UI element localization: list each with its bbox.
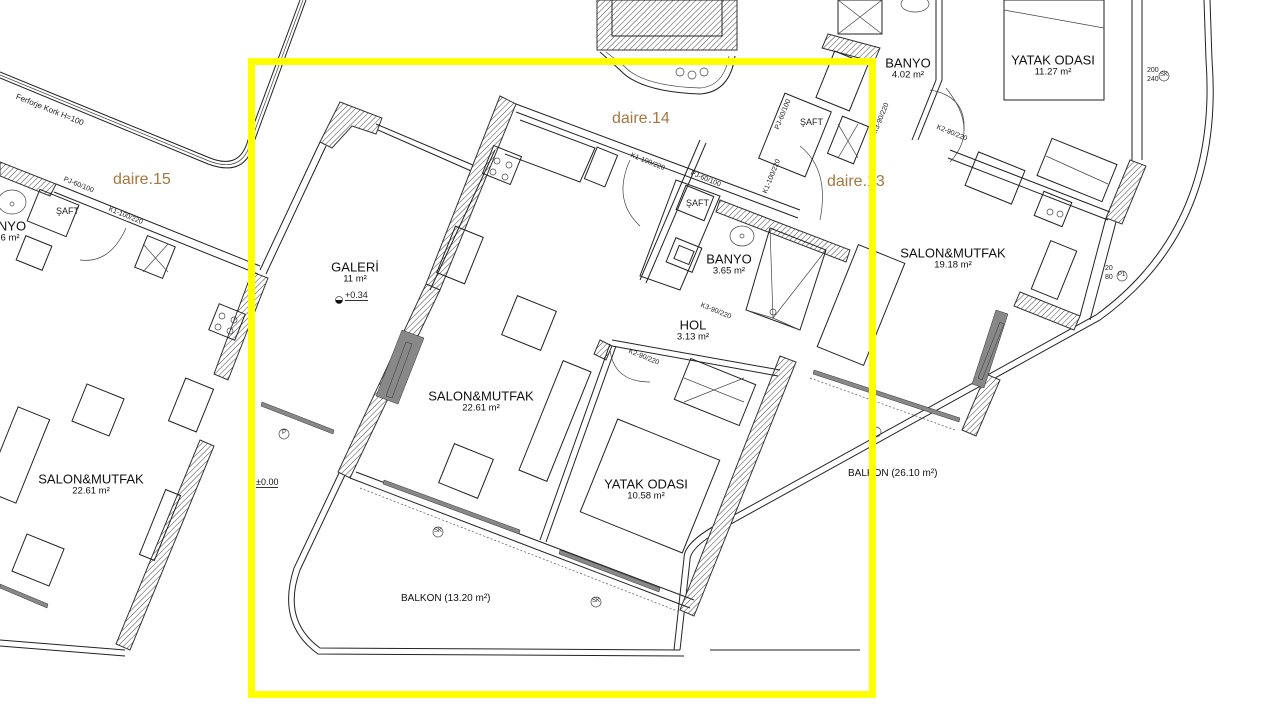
room-d13-yatak: YATAK ODASI 11.27 m² <box>1011 52 1095 79</box>
level-marker-icon <box>335 296 343 304</box>
room-area: .6 m² <box>0 232 20 244</box>
room-name: GALERİ <box>331 259 379 275</box>
window-code-p1: P1 <box>1118 272 1126 278</box>
unit-label-daire-15: daire.15 <box>113 171 171 188</box>
room-d14-balkon: BALKON (13.20 m²) <box>401 593 491 604</box>
room-name: SALON&MUTFAK <box>428 388 534 404</box>
room-name: BANYO <box>706 251 752 267</box>
room-d13-salon: SALON&MUTFAK 19.18 m² <box>900 245 1006 272</box>
room-name: BANYO <box>885 55 931 71</box>
shaft-label-d14: ŞAFT <box>686 198 710 208</box>
building-outline <box>673 0 1214 651</box>
room-name: YATAK ODASI <box>1011 52 1095 68</box>
door-swings-d14 <box>609 145 823 383</box>
furniture-d14 <box>438 295 757 554</box>
room-d14-galeri: GALERİ 11 m² <box>331 259 379 286</box>
window-code-sk-b: SK <box>434 528 443 534</box>
room-d14-salon: SALON&MUTFAK 22.61 m² <box>428 388 534 415</box>
room-area: 11 m² <box>343 273 367 285</box>
balcony-outline-d14 <box>288 472 685 657</box>
level-label-zero: ±0.00 <box>256 477 279 488</box>
room-d14-hol: HOL 3.13 m² <box>676 317 710 344</box>
unit-label-daire-13: daire.13 <box>827 173 885 190</box>
window-code-sk-a: SK <box>1160 72 1169 78</box>
room-d15-banyo: NYO .6 m² <box>0 218 27 245</box>
room-area: 11.27 m² <box>1034 66 1072 78</box>
shaft-label-d13: ŞAFT <box>800 117 824 127</box>
level-label-galeri: +0.34 <box>345 290 368 301</box>
room-area: 4.02 m² <box>891 69 925 81</box>
windows-d14 <box>375 329 661 593</box>
kitchen-counter-d14 <box>429 119 619 291</box>
room-d13-banyo: BANYO 4.02 m² <box>885 55 931 82</box>
room-d14-banyo: BANYO 3.65 m² <box>706 251 752 278</box>
room-name: SALON&MUTFAK <box>38 471 144 487</box>
bathroom-d14 <box>639 179 827 331</box>
room-name: YATAK ODASI <box>604 476 688 492</box>
room-d13-balkon: BALKON (26.10 m²) <box>848 468 938 479</box>
unit-label-daire-14: daire.14 <box>612 110 670 127</box>
window-code-p: P <box>282 430 287 436</box>
room-d15-salon: SALON&MUTFAK 22.61 m² <box>38 471 144 498</box>
railing <box>0 0 307 169</box>
room-area: 3.65 m² <box>712 265 746 277</box>
room-area: 3.13 m² <box>676 331 710 343</box>
d13-walls <box>758 0 1147 437</box>
room-area: 19.18 m² <box>934 259 972 271</box>
shaft-label-d15: ŞAFT <box>56 206 80 216</box>
room-name: NYO <box>0 218 27 234</box>
window-code-sk-c: SK <box>592 598 601 604</box>
room-area: 22.61 m² <box>72 485 110 497</box>
room-area: 22.61 m² <box>462 402 500 414</box>
room-name: SALON&MUTFAK <box>900 245 1006 261</box>
planter <box>596 0 738 95</box>
room-d14-yatak: YATAK ODASI 10.58 m² <box>604 476 688 503</box>
window-markers <box>278 70 1170 608</box>
galeri-walls <box>259 101 481 275</box>
room-name: HOL <box>679 317 707 333</box>
room-area: 10.58 m² <box>627 490 665 502</box>
